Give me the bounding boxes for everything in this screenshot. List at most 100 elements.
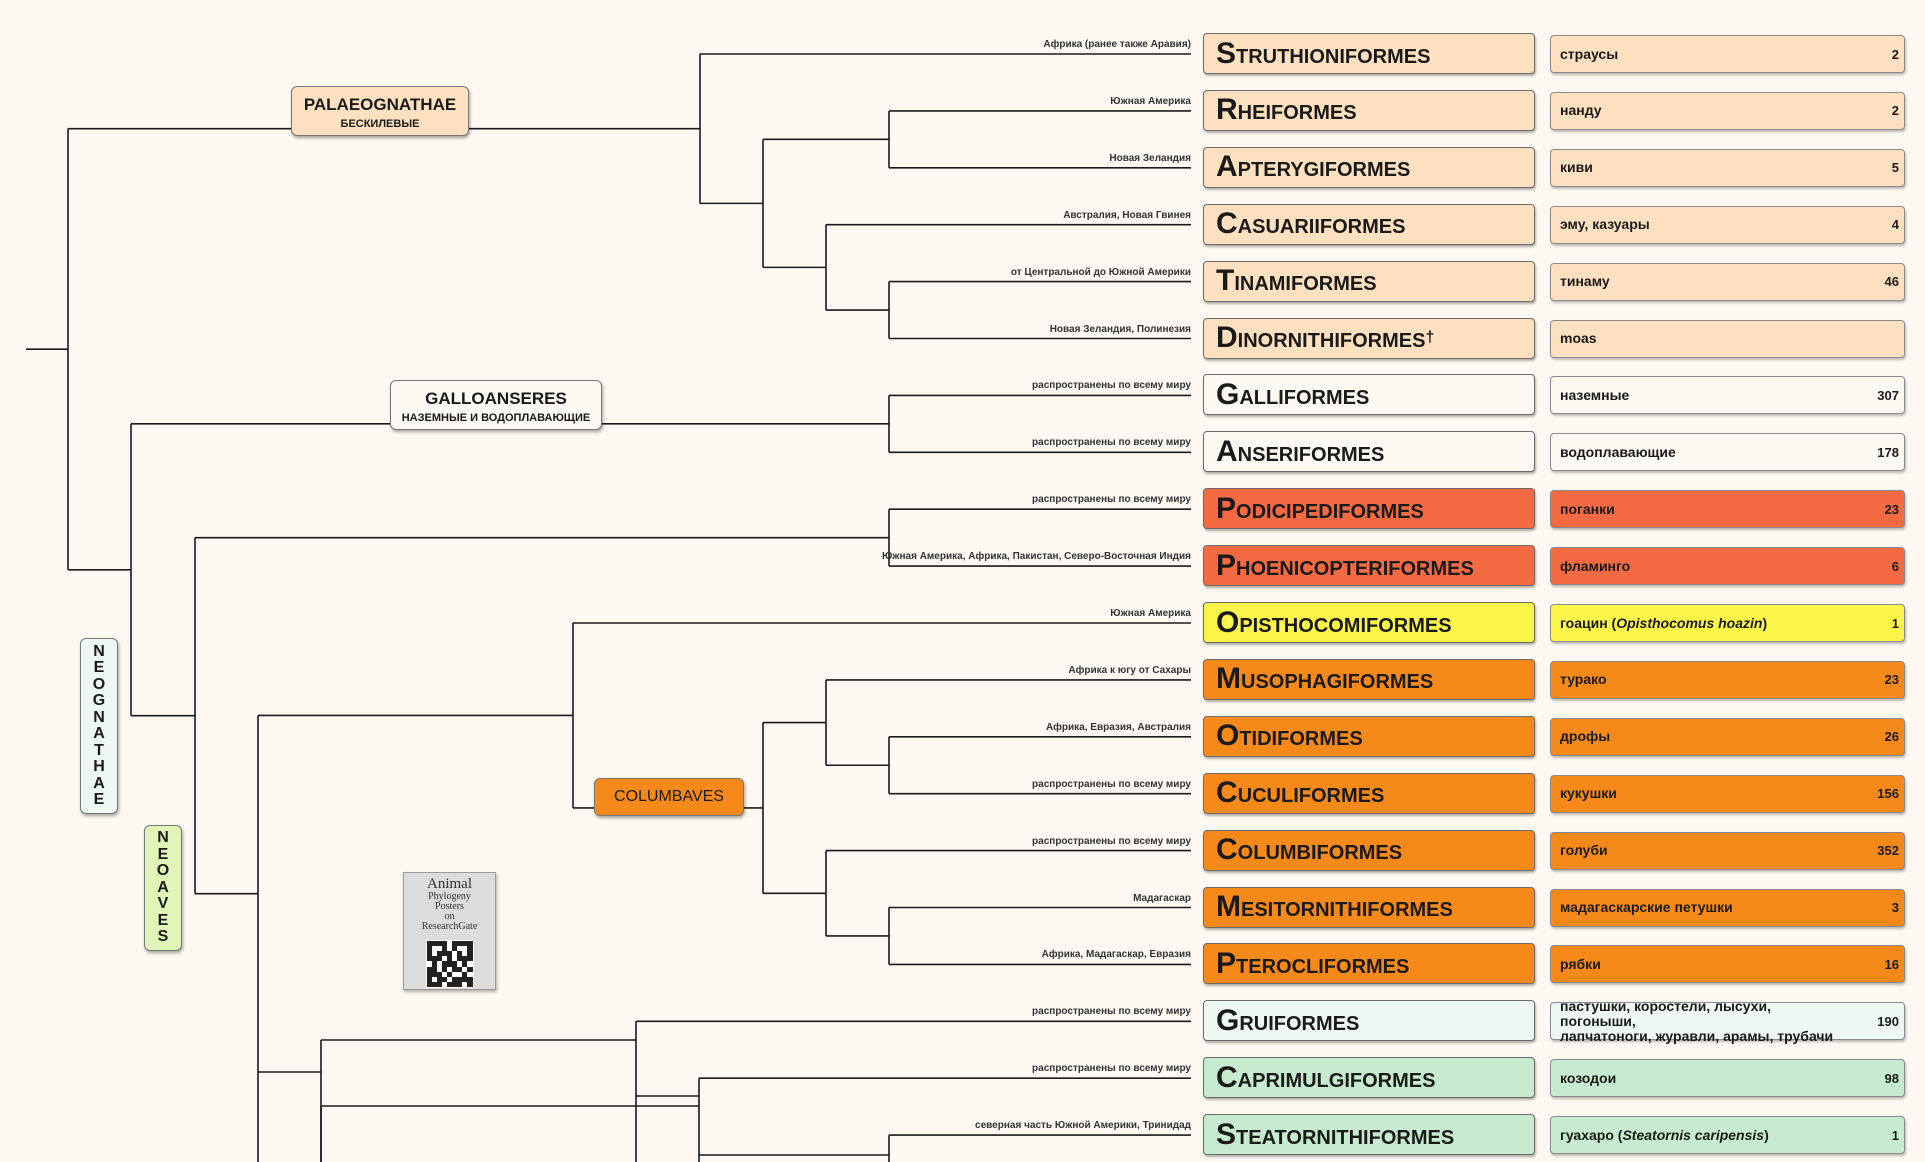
order-name: GRUIFORMES bbox=[1216, 1003, 1360, 1037]
clade-letter: O bbox=[92, 675, 106, 693]
clade-letter: N bbox=[93, 642, 105, 660]
species-count: 5 bbox=[1891, 160, 1899, 176]
common-name-box[interactable]: гуахаро (Steatornis caripensis) 1 bbox=[1550, 1116, 1905, 1155]
distribution-label: северная часть Южной Америки, Тринидад bbox=[975, 1120, 1191, 1132]
common-name: козодои bbox=[1560, 1069, 1617, 1086]
species-count: 190 bbox=[1877, 1013, 1899, 1029]
order-box-musophagiformes[interactable]: MUSOPHAGIFORMES bbox=[1203, 658, 1535, 700]
species-count: 23 bbox=[1884, 501, 1899, 517]
common-name: кукушки bbox=[1560, 785, 1617, 802]
common-name-box[interactable]: тинаму 46 bbox=[1550, 262, 1905, 301]
common-name: водоплавающие bbox=[1560, 443, 1676, 460]
distribution-label: Новая Зеландия, Полинезия bbox=[1049, 323, 1191, 335]
order-box-anseriformes[interactable]: ANSERIFORMES bbox=[1203, 431, 1535, 473]
species-count: 352 bbox=[1877, 843, 1899, 859]
clade-letter: H bbox=[93, 758, 105, 775]
order-box-phoenicopteriformes[interactable]: PHOENICOPTERIFORMES bbox=[1203, 545, 1535, 587]
species-count: 26 bbox=[1884, 729, 1899, 745]
common-name: фламинго bbox=[1560, 557, 1631, 574]
qr-code-icon[interactable] bbox=[425, 940, 474, 988]
common-name-box[interactable]: пастушки, коростели, лысухи, погоныши, л… bbox=[1550, 998, 1905, 1043]
distribution-label: распространены по всему миру bbox=[1032, 778, 1191, 790]
clade-subtitle: НАЗЕМНЫЕ И ВОДОПЛАВАЮЩИЕ bbox=[401, 412, 591, 424]
clade-letter: S bbox=[157, 928, 169, 946]
order-box-struthioniformes[interactable]: STRUTHIONIFORMES bbox=[1203, 33, 1535, 74]
order-box-mesitornithiformes[interactable]: MESITORNITHIFORMES bbox=[1203, 886, 1535, 928]
order-name: STEATORNITHIFORMES bbox=[1216, 1117, 1455, 1151]
order-box-galliformes[interactable]: GALLIFORMES bbox=[1203, 374, 1535, 416]
distribution-label: от Центральной до Южной Америки bbox=[1010, 266, 1191, 278]
order-box-pterocliformes[interactable]: PTEROCLIFORMES bbox=[1203, 943, 1535, 985]
clade-letter: A bbox=[157, 878, 169, 896]
order-box-gruiformes[interactable]: GRUIFORMES bbox=[1203, 1000, 1535, 1042]
poster-line: Posters bbox=[435, 901, 464, 912]
species-count: 4 bbox=[1891, 217, 1899, 233]
species-count: 178 bbox=[1877, 444, 1899, 460]
clade-label-galloanseres: GALLOANSERES НАЗЕМНЫЕ И ВОДОПЛАВАЮЩИЕ bbox=[390, 380, 602, 430]
order-box-rheiformes[interactable]: RHEIFORMES bbox=[1203, 89, 1535, 131]
order-box-tinamiformes[interactable]: TINAMIFORMES bbox=[1203, 260, 1535, 302]
order-box-caprimulgiformes[interactable]: CAPRIMULGIFORMES bbox=[1203, 1057, 1535, 1099]
order-box-dinornithiformes[interactable]: DINORNITHIFORMES† bbox=[1203, 317, 1535, 359]
order-box-casuariiformes[interactable]: CASUARIIFORMES bbox=[1203, 203, 1535, 245]
poster-line: on bbox=[444, 911, 455, 922]
distribution-label: Южная Америка, Африка, Пакистан, Северо-… bbox=[881, 551, 1191, 563]
common-name: тинаму bbox=[1560, 273, 1610, 290]
distribution-label: распространены по всему миру bbox=[1032, 835, 1191, 847]
order-box-steatornithiformes[interactable]: STEATORNITHIFORMES bbox=[1203, 1114, 1535, 1156]
extinct-dagger: † bbox=[1425, 329, 1435, 346]
distribution-label: распространены по всему миру bbox=[1032, 380, 1191, 392]
clade-letter: G bbox=[92, 692, 106, 709]
species-count: 46 bbox=[1884, 274, 1899, 290]
order-box-columbiformes[interactable]: COLUMBIFORMES bbox=[1203, 829, 1535, 871]
common-name-box[interactable]: киви 5 bbox=[1550, 148, 1905, 187]
order-box-cuculiformes[interactable]: CUCULIFORMES bbox=[1203, 772, 1535, 814]
order-box-opisthocomiformes[interactable]: OPISTHOCOMIFORMES bbox=[1203, 602, 1535, 643]
common-name-box[interactable]: moas bbox=[1550, 319, 1905, 358]
clade-letter: N bbox=[93, 708, 105, 726]
order-name: TINAMIFORMES bbox=[1216, 264, 1377, 298]
common-name-box[interactable]: водоплавающие 178 bbox=[1550, 433, 1905, 472]
clade-letter: N bbox=[157, 829, 169, 847]
distribution-label: Африка к югу от Сахары bbox=[1068, 664, 1191, 676]
distribution-label: Австралия, Новая Гвинея bbox=[1063, 209, 1191, 221]
order-name: OPISTHOCOMIFORMES bbox=[1216, 605, 1452, 639]
species-count: 3 bbox=[1891, 900, 1899, 915]
clade-letter: A bbox=[93, 725, 105, 742]
distribution-label: Африка, Мадагаскар, Евразия bbox=[1041, 949, 1191, 961]
common-name: киви bbox=[1560, 159, 1593, 176]
common-name: наземные bbox=[1560, 386, 1630, 403]
common-name-box[interactable]: гоацин (Opisthocomus hoazin)1 bbox=[1550, 604, 1905, 642]
order-box-podicipediformes[interactable]: PODICIPEDIFORMES bbox=[1203, 488, 1535, 530]
common-name: страусы bbox=[1560, 45, 1619, 62]
order-name: PTEROCLIFORMES bbox=[1216, 946, 1410, 980]
order-box-otidiformes[interactable]: OTIDIFORMES bbox=[1203, 715, 1535, 757]
distribution-label: Новая Зеландия bbox=[1109, 152, 1191, 164]
species-count: 1 bbox=[1891, 1127, 1899, 1143]
order-name: COLUMBIFORMES bbox=[1216, 833, 1403, 867]
clade-title: GALLOANSERES bbox=[425, 389, 567, 408]
clade-letter: E bbox=[93, 659, 105, 676]
order-box-apterygiformes[interactable]: APTERYGIFORMES bbox=[1203, 146, 1535, 188]
poster-line: ResearchGate bbox=[421, 921, 478, 932]
common-name: гуахаро (Steatornis caripensis) bbox=[1560, 1126, 1769, 1143]
order-name: ANSERIFORMES bbox=[1216, 434, 1385, 468]
clade-letter: A bbox=[93, 774, 105, 792]
distribution-label: распространены по всему миру bbox=[1032, 494, 1191, 506]
